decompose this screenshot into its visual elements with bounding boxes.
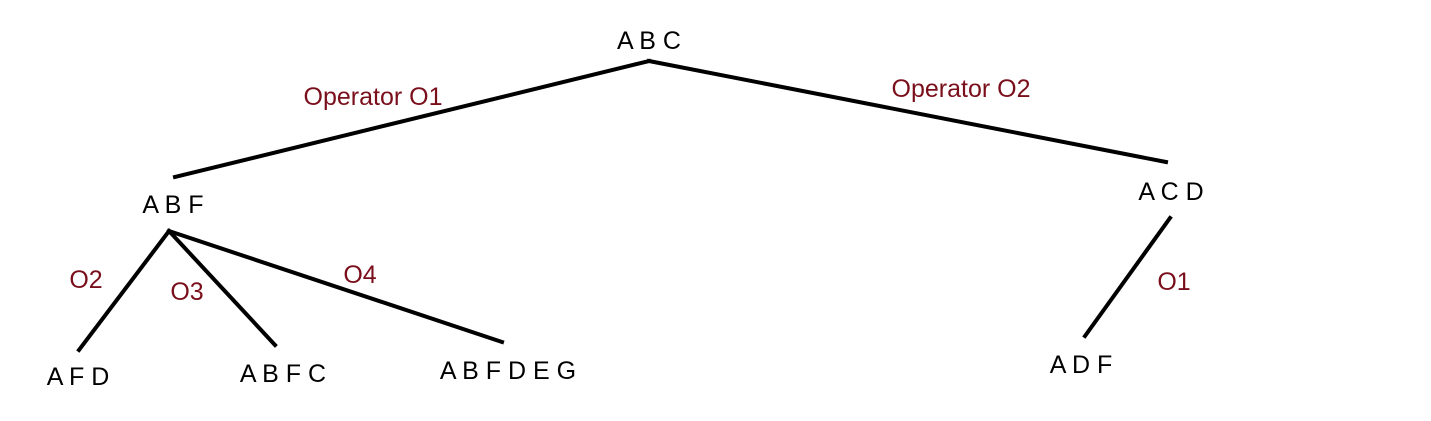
edge-abf-to-abfdeg bbox=[166, 228, 505, 345]
node-adf: A D F bbox=[1050, 351, 1113, 379]
node-abfc: A B F C bbox=[240, 360, 326, 388]
edge-label-operator-o2: Operator O2 bbox=[892, 75, 1031, 103]
node-root: A B C bbox=[617, 27, 681, 55]
edge-label-o4: O4 bbox=[343, 261, 376, 289]
node-abf: A B F bbox=[142, 191, 203, 219]
node-afd: A F D bbox=[47, 363, 110, 391]
edge-root-to-acd bbox=[646, 58, 1169, 165]
edge-acd-to-adf bbox=[1082, 215, 1173, 339]
edge-label-o3: O3 bbox=[170, 278, 203, 306]
edge-abf-to-abfc bbox=[166, 228, 278, 348]
edge-label-o1: O1 bbox=[1157, 268, 1190, 296]
node-abfdeg: A B F D E G bbox=[440, 357, 576, 385]
edge-label-operator-o1: Operator O1 bbox=[304, 83, 443, 111]
edge-label-o2: O2 bbox=[69, 266, 102, 294]
edge-root-to-abf bbox=[172, 58, 652, 180]
edge-abf-to-afd bbox=[76, 228, 172, 353]
node-acd: A C D bbox=[1138, 178, 1203, 206]
